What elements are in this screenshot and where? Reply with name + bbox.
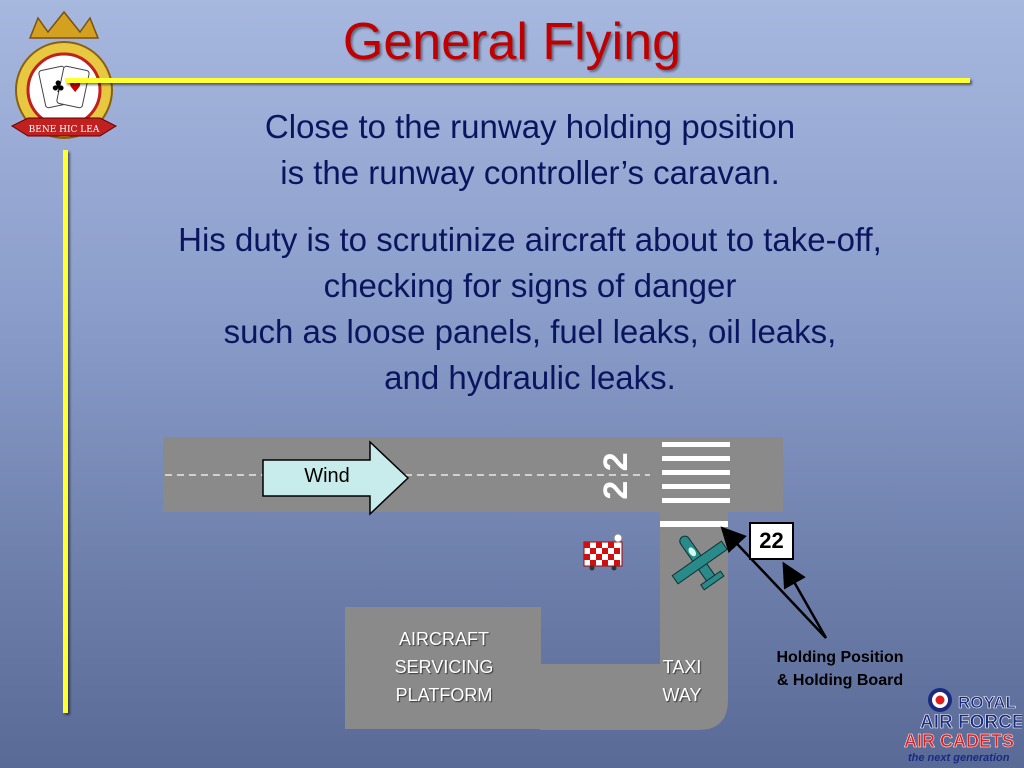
intro-line-2: is the runway controller’s caravan. [280,154,780,191]
holding-label-line-1: Holding Position [776,649,904,666]
rafac-tagline: the next generation [908,752,1010,764]
taxiway-label: TAXI WAY [640,653,724,709]
svg-text:♣: ♣ [51,77,65,96]
servicing-platform-label: AIRCRAFT SERVICING PLATFORM [354,625,534,709]
servicing-platform [345,607,541,729]
rafac-logo: ROYAL AIR FORCE AIR CADETS the next gene… [904,688,1022,764]
badge-motto: BENE HIC LEA [29,125,100,135]
intro-line-1: Close to the runway holding position [264,108,796,145]
platform-label-line-1: AIRCRAFT [399,629,489,649]
platform-label-line-2: SERVICING [394,657,494,677]
holding-position-label: Holding Position & Holding Board [750,646,930,692]
pointer-to-holding-board [782,561,828,639]
duty-line-4: and hydraulic leaks. [384,359,676,396]
rafac-air-force: AIR FORCE [920,712,1022,733]
taxiway [540,512,728,730]
holding-board: 22 [749,522,794,560]
holding-position-bar [660,521,728,527]
platform-label-line-3: PLATFORM [395,685,493,705]
wind-label: Wind [304,465,350,487]
duty-line-2: checking for signs of danger [323,267,737,304]
holding-label-line-2: & Holding Board [776,672,904,689]
squadron-badge-logo: ♣ ♥ BENE HIC LEA [10,10,118,139]
intro-paragraph: Close to the runway holding position is … [130,104,930,196]
taxiway-label-line-2: WAY [662,685,702,705]
svg-text:♥: ♥ [69,80,82,96]
runway-number-text: 2 2 [597,452,635,499]
caravan-icon [583,533,623,571]
slide-title: General Flying [342,13,682,71]
left-accent-line [63,150,68,713]
duty-paragraph: His duty is to scrutinize aircraft about… [60,217,1000,401]
taxiway-label-line-1: TAXI [662,657,702,677]
duty-line-1: His duty is to scrutinize aircraft about… [178,221,882,258]
pointer-to-holding-bar [720,526,827,639]
title-underline [65,78,970,83]
rafac-air-cadets: AIR CADETS [904,731,1014,751]
runway-number: 2 2 [594,440,642,512]
rafac-royal: ROYAL [958,693,1016,712]
wind-arrow-icon [262,440,410,516]
threshold-markings [662,442,730,503]
duty-line-3: such as loose panels, fuel leaks, oil le… [223,313,837,350]
